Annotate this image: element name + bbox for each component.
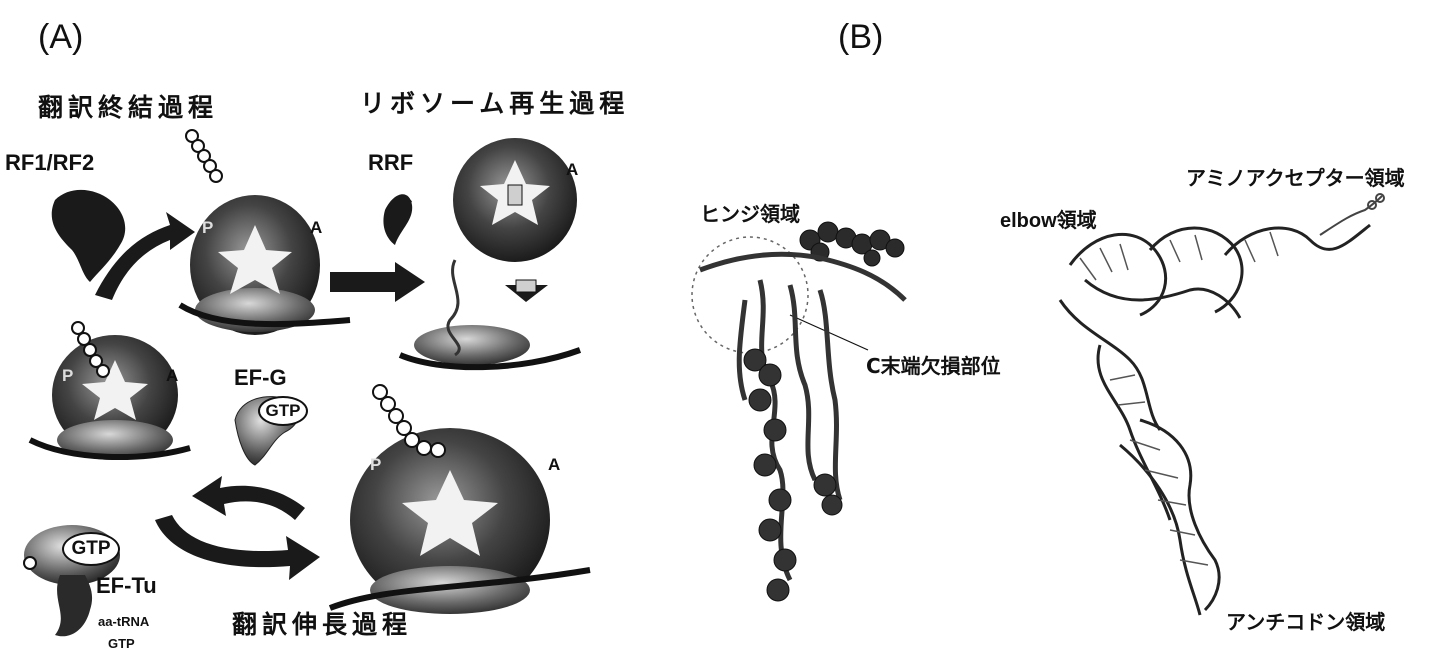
title-elongation: 翻訳伸長過程 [232,605,412,641]
ribosome-elongation-left [30,335,190,460]
ribosome-recycling [400,138,580,367]
panel-a-label: (A) [38,18,83,57]
efg-gtp-badge: GTP [258,396,308,426]
factor-eftu-label: EF-Tu [96,573,157,599]
panel-b-label: (B) [838,18,883,57]
trna-structure [1060,225,1370,615]
site-p-3: P [62,366,73,386]
peptide-chain-3 [373,385,445,457]
anticodon-region-label: アンチコドン領域 [1226,606,1385,635]
title-recycling: リボソーム再生過程 [360,84,629,120]
arrow-elongation-lower [155,515,320,580]
site-p-4: P [370,455,381,475]
factor-rrf-label: RRF [368,150,413,176]
aa-trna-label: aa-tRNA [98,614,149,629]
trna-acceptor-tail [1320,194,1384,235]
protein-lower-beads [744,349,842,601]
site-a-1: A [310,218,322,238]
elbow-region-label: elbow領域 [1000,204,1097,233]
cterm-deletion-label: C末端欠損部位 [866,350,1001,379]
rrf-factor-shape [383,194,412,245]
peptide-chain-1 [186,130,222,182]
trna-rungs [1080,232,1278,565]
site-a-4: A [548,455,560,475]
arrow-termination-to-recycling [330,262,425,302]
protein-ribbons [700,254,905,580]
site-a-2: A [566,160,578,180]
ribosome-termination [180,195,350,335]
arrow-elongation-upper [192,476,305,520]
factor-rf-label: RF1/RF2 [5,150,94,176]
title-termination: 翻訳終結過程 [38,88,218,124]
site-p-1: P [202,218,213,238]
eftu-gtp-badge: GTP [62,532,120,566]
acceptor-region-label: アミノアクセプター領域 [1186,162,1405,191]
site-a-3: A [166,366,178,386]
factor-efg-label: EF-G [234,365,287,391]
hinge-region-label: ヒンジ領域 [700,198,800,227]
gtp-small-label: GTP [108,636,135,651]
